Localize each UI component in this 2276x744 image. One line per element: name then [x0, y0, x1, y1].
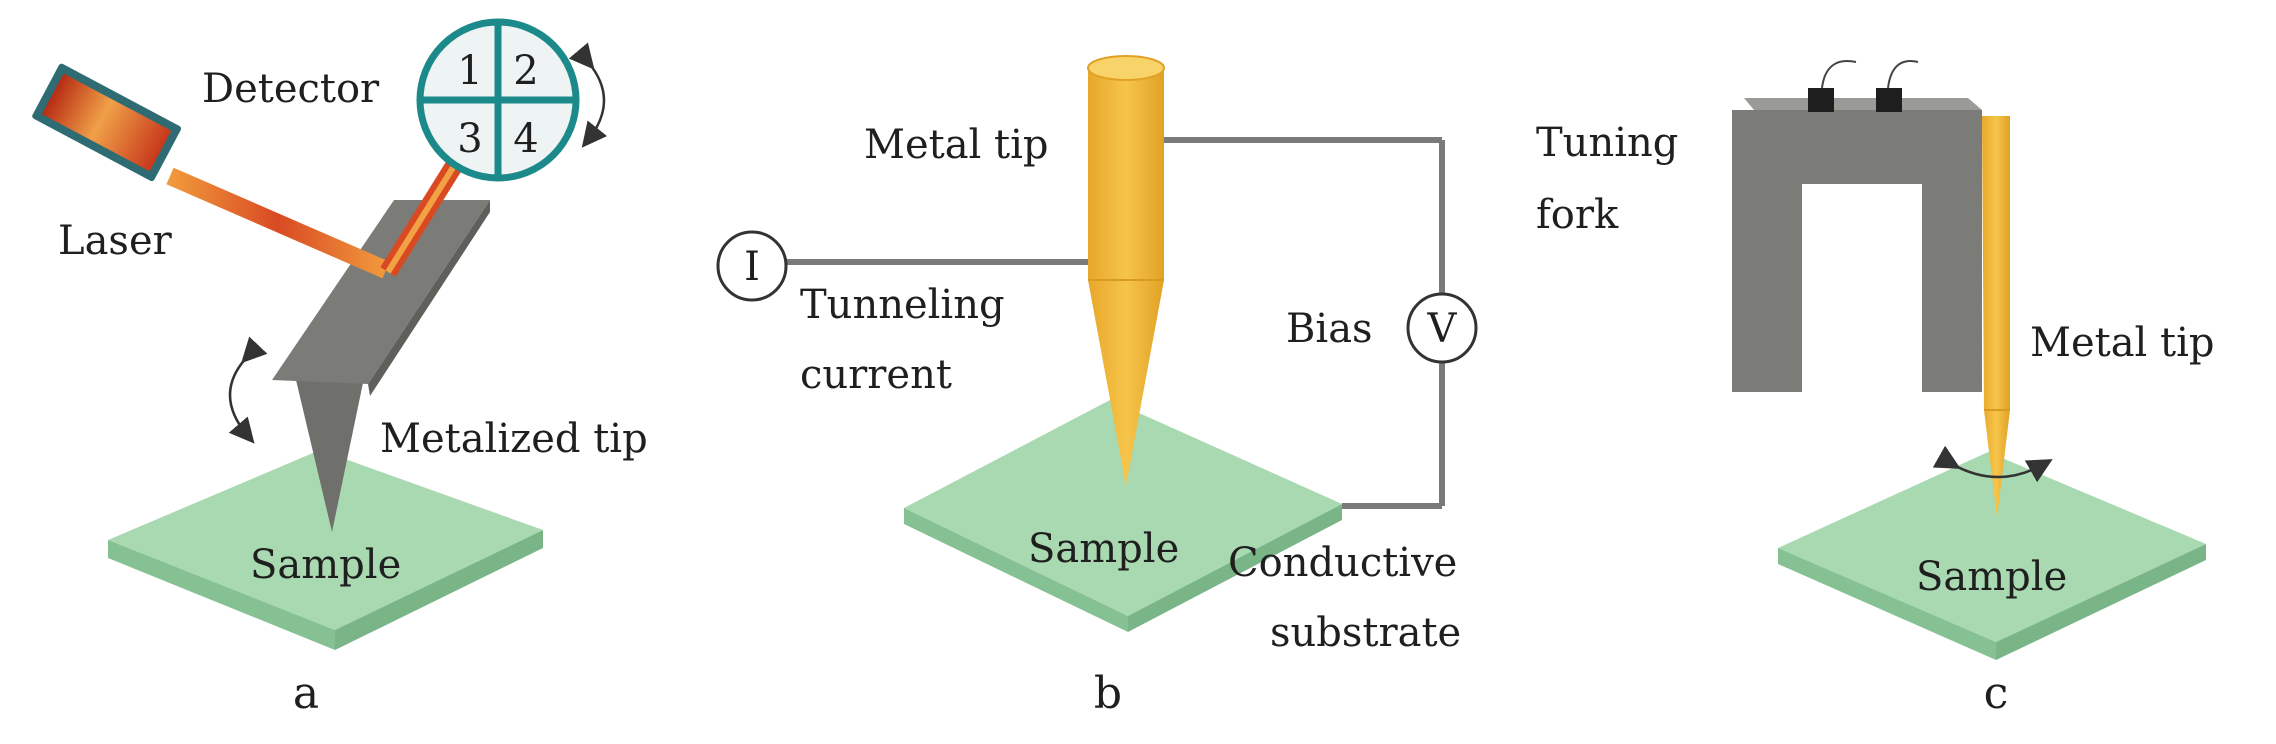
panel-a: 1 2 3 4 Detector Laser Metalized tip Sam… [32, 18, 648, 719]
panel-label-a: a [293, 668, 319, 719]
sample-slab-c [1778, 452, 2206, 660]
sample-label-b: Sample [1028, 526, 1179, 572]
fork-electrodes [1808, 60, 1919, 112]
tuning-fork [1732, 98, 1982, 392]
substrate-label-line1: Conductive [1228, 540, 1457, 586]
quadrant-4: 4 [513, 116, 538, 162]
current-meter: I [716, 230, 788, 302]
metal-tip-label-c: Metal tip [2030, 320, 2215, 366]
panel-b: I V Metal tip Tunneling current Bias Sam… [716, 55, 1478, 719]
panel-c: Tuning fork Metal tip Sample c [1536, 60, 2215, 719]
quadrant-2: 2 [513, 48, 538, 94]
laser-label: Laser [58, 218, 173, 264]
panel-label-b: b [1094, 668, 1122, 719]
sample-slab-a [108, 450, 543, 650]
tuning-fork-label-line1: Tuning [1536, 120, 1678, 166]
detector-quadrant: 1 2 3 4 [416, 18, 580, 182]
voltage-symbol: V [1427, 306, 1458, 352]
panel-label-c: c [1984, 668, 2009, 719]
laser-beam-incident [166, 167, 390, 279]
metalized-tip-label: Metalized tip [380, 416, 648, 462]
substrate-label-line2: substrate [1270, 610, 1461, 656]
tip-oscillation-arrow [1932, 445, 2053, 483]
sample-slab-b [904, 400, 1342, 632]
tunneling-label-line2: current [800, 352, 952, 398]
detector-label: Detector [202, 66, 380, 112]
voltage-meter: V [1406, 292, 1478, 364]
current-symbol: I [744, 244, 760, 290]
metal-tip-label-b: Metal tip [864, 122, 1049, 168]
quadrant-1: 1 [457, 48, 482, 94]
circuit-wires [786, 137, 1445, 509]
sample-label-c: Sample [1916, 554, 2067, 600]
metal-tip-c [1982, 116, 2010, 518]
tunneling-label-line1: Tunneling [800, 282, 1005, 328]
tuning-fork-label-line2: fork [1536, 192, 1619, 238]
quadrant-3: 3 [457, 116, 482, 162]
detector-rotation-arrow [568, 42, 608, 148]
bias-label: Bias [1286, 306, 1373, 352]
metalized-tip-shape [296, 378, 364, 532]
laser-body [32, 63, 182, 182]
metal-tip-b [1087, 55, 1165, 486]
sample-label-a: Sample [250, 542, 401, 588]
cantilever-rotation-arrow [228, 336, 268, 444]
cantilever [272, 200, 490, 396]
